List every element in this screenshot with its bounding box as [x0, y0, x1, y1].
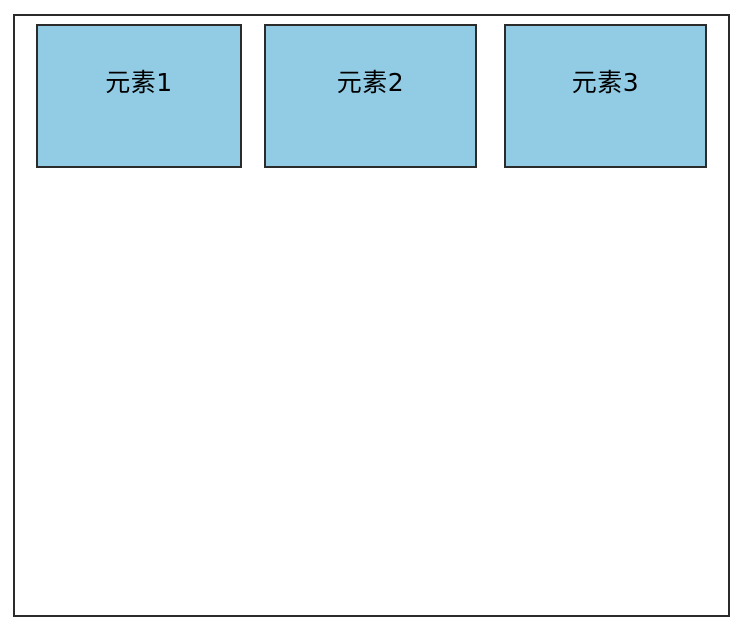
flex-item-1-label: 元素1: [105, 67, 173, 97]
flex-item-3[interactable]: 元素3: [504, 24, 707, 168]
flex-item-2-label: 元素2: [336, 67, 405, 97]
flex-item-1[interactable]: 元素1: [36, 24, 242, 168]
flex-item-2[interactable]: 元素2: [264, 24, 477, 168]
flex-container: 元素1 元素2 元素3: [13, 14, 730, 617]
flex-item-3-label: 元素3: [571, 67, 640, 97]
